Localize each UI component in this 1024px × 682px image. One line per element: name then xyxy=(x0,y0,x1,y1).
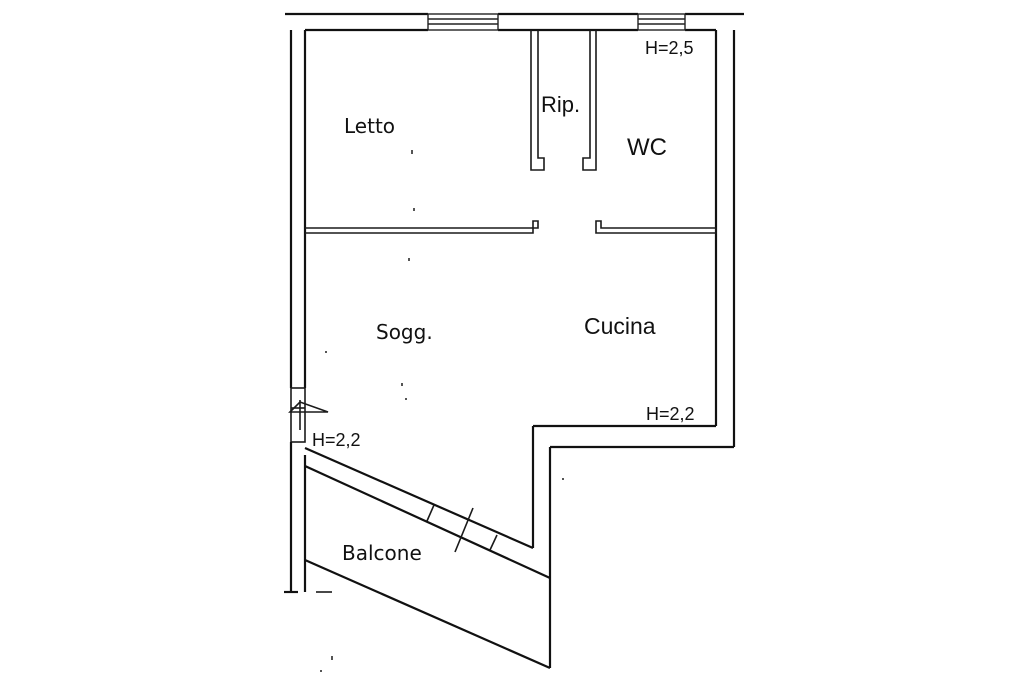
right-exterior-wall xyxy=(533,30,736,449)
room-label-letto: Letto xyxy=(344,114,395,138)
left-exterior-wall xyxy=(284,30,332,594)
lower-walls xyxy=(304,426,552,670)
interior-walls xyxy=(305,30,717,234)
height-label-entrance: H=2,2 xyxy=(312,430,361,450)
scan-specks xyxy=(320,150,564,672)
window-top-right xyxy=(637,13,686,31)
balcony-door xyxy=(426,504,498,553)
room-label-soggiorno: Sogg. xyxy=(376,320,433,344)
room-label-cucina: Cucina xyxy=(584,313,656,339)
height-label-cucina: H=2,2 xyxy=(646,404,695,424)
height-label-top-right: H=2,5 xyxy=(645,38,694,58)
room-label-balcone: Balcone xyxy=(342,541,422,565)
room-label-wc: WC xyxy=(627,134,667,161)
room-label-ripostiglio: Rip. xyxy=(541,92,580,117)
window-top-left xyxy=(427,13,499,31)
entrance-door-symbol xyxy=(288,400,329,430)
top-exterior-wall xyxy=(285,12,744,32)
